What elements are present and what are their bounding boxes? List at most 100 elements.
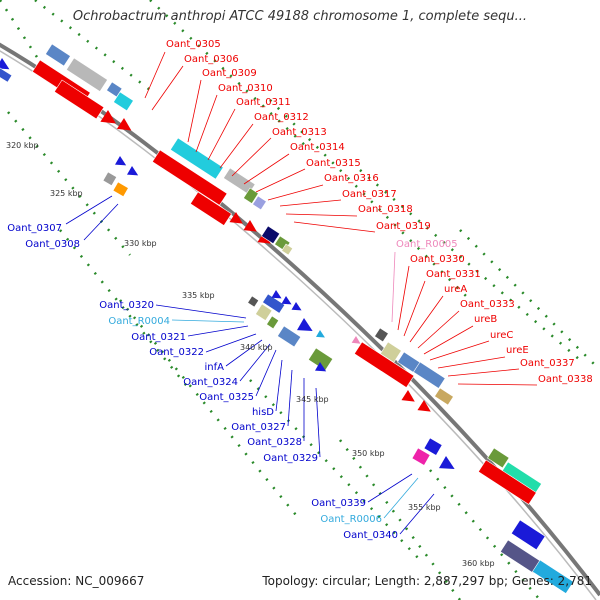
scale-label: 360 kbp xyxy=(462,559,495,568)
leader-line xyxy=(391,251,396,323)
leader-line xyxy=(397,265,410,331)
leader-line xyxy=(187,325,249,337)
gene-arrow xyxy=(229,212,243,224)
gene-label[interactable]: Oant_0315 xyxy=(306,158,361,169)
gene-label[interactable]: hisD xyxy=(252,407,274,418)
gene-label[interactable]: Oant_0337 xyxy=(520,358,575,369)
leader-line xyxy=(285,213,358,217)
leader-line xyxy=(315,387,321,458)
gene-arrow xyxy=(100,110,116,124)
scale-label: 335 kbp xyxy=(182,291,215,300)
gene-label[interactable]: Oant_0311 xyxy=(236,97,291,108)
gene-block xyxy=(510,519,546,551)
gene-label[interactable]: Oant_0327 xyxy=(231,422,286,433)
leader-line xyxy=(155,304,247,319)
gene-label[interactable]: Oant_R0004 xyxy=(108,316,170,327)
leader-line xyxy=(243,153,290,185)
gene-block xyxy=(531,559,574,594)
gene-arrow xyxy=(116,118,132,131)
leader-line xyxy=(144,51,166,99)
gene-features xyxy=(0,43,574,594)
leader-line xyxy=(267,184,324,201)
gene-block xyxy=(374,327,389,343)
leader-line xyxy=(399,493,435,535)
gene-block xyxy=(189,191,232,226)
leader-line xyxy=(225,339,263,367)
gene-arrow xyxy=(281,296,292,305)
gene-label[interactable]: infA xyxy=(205,362,225,373)
gene-arrow xyxy=(0,58,10,70)
leader-line xyxy=(279,199,342,207)
accession: Accession: NC_009667 xyxy=(8,574,144,588)
gene-label[interactable]: Oant_0340 xyxy=(343,530,398,541)
leader-line xyxy=(207,108,236,161)
gene-arrow xyxy=(243,220,257,232)
gene-label[interactable]: Oant_0330 xyxy=(410,254,465,265)
gene-label[interactable]: Oant_0325 xyxy=(199,392,254,403)
gene-label[interactable]: Oant_0312 xyxy=(254,112,309,123)
gene-label[interactable]: Oant_R0006 xyxy=(320,514,382,525)
gene-block xyxy=(252,195,267,211)
gene-label[interactable]: ureB xyxy=(474,314,497,325)
gene-label[interactable]: Oant_0310 xyxy=(218,83,273,94)
gene-label[interactable]: ureA xyxy=(444,284,467,295)
gene-label[interactable]: Oant_0307 xyxy=(7,223,62,234)
leader-line xyxy=(409,295,444,343)
gene-label[interactable]: Oant_0317 xyxy=(342,189,397,200)
leader-line xyxy=(287,369,293,427)
gene-label[interactable]: Oant_0305 xyxy=(166,39,221,50)
leader-line xyxy=(255,168,306,193)
scale-label: 350 kbp xyxy=(352,449,385,458)
gene-label[interactable]: Oant_0320 xyxy=(99,300,154,311)
leader-line xyxy=(447,368,520,377)
gene-label[interactable]: Oant_0328 xyxy=(247,437,302,448)
gene-label[interactable]: Oant_0309 xyxy=(202,68,257,79)
accession-label: Accession: xyxy=(8,574,72,588)
gene-label[interactable]: Oant_0313 xyxy=(272,127,327,138)
gene-label[interactable]: Oant_0329 xyxy=(263,453,318,464)
leader-line xyxy=(383,477,419,519)
leader-line xyxy=(195,94,218,153)
length-value: 2,887,297 bp xyxy=(423,574,504,588)
gene-label[interactable]: Oant_0318 xyxy=(358,204,413,215)
gene-labels[interactable]: Oant_0305Oant_0306Oant_0309Oant_0310Oant… xyxy=(7,39,592,541)
genes-value: 2,781 xyxy=(557,574,592,588)
gene-arrow xyxy=(439,456,455,470)
gene-label[interactable]: Oant_0338 xyxy=(538,374,593,385)
scale-label: 325 kbp xyxy=(50,189,83,198)
leader-line xyxy=(429,340,490,361)
gene-block xyxy=(65,57,108,92)
gene-arrow xyxy=(316,330,325,338)
gene-label[interactable]: Oant_0339 xyxy=(311,498,366,509)
gene-block xyxy=(261,225,281,245)
gene-block xyxy=(353,341,415,388)
gene-label[interactable]: Oant_0316 xyxy=(324,173,379,184)
gene-label[interactable]: Oant_0321 xyxy=(131,332,186,343)
gene-label[interactable]: Oant_0314 xyxy=(290,142,345,153)
gene-label[interactable]: Oant_R0005 xyxy=(396,239,458,250)
gene-label[interactable]: ureE xyxy=(506,345,529,356)
gene-block xyxy=(243,187,259,204)
leader-line xyxy=(83,203,119,241)
gene-block xyxy=(102,171,118,187)
gene-label[interactable]: Oant_0333 xyxy=(460,299,515,310)
gene-block xyxy=(151,149,228,206)
gene-label[interactable]: Oant_0306 xyxy=(184,54,239,65)
leader-line xyxy=(275,359,283,412)
gene-block xyxy=(113,91,134,112)
leader-line xyxy=(65,195,113,225)
gene-block xyxy=(53,79,105,120)
gene-label[interactable]: ureC xyxy=(490,330,513,341)
gene-label[interactable]: Oant_0324 xyxy=(183,377,238,388)
gene-label[interactable]: Oant_0331 xyxy=(426,269,481,280)
gene-label[interactable]: Oant_0322 xyxy=(149,347,204,358)
genome-summary: Topology: circular; Length: 2,887,297 bp… xyxy=(262,574,592,588)
leader-line xyxy=(187,79,202,143)
gene-label[interactable]: Oant_0308 xyxy=(25,239,80,250)
gene-block xyxy=(477,459,537,505)
tick-line xyxy=(34,0,151,91)
leader-line xyxy=(437,356,506,369)
gene-label[interactable]: Oant_0319 xyxy=(376,221,431,232)
